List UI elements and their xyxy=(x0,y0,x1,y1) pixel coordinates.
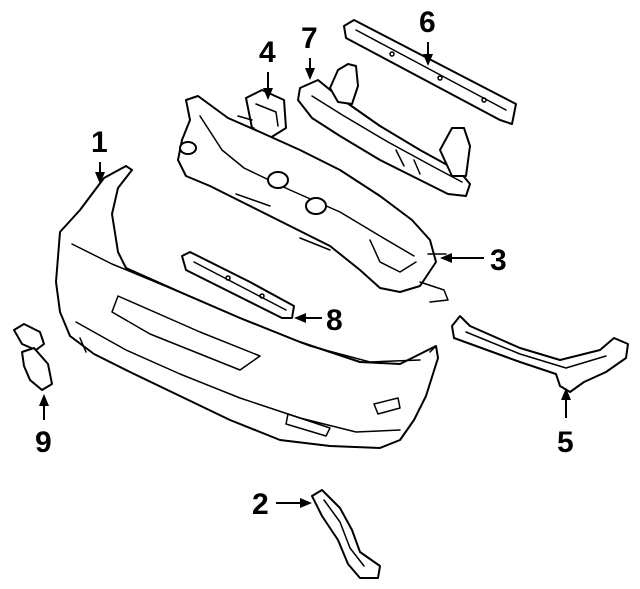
callout-4: 4 xyxy=(259,36,276,69)
leader-1 xyxy=(95,162,105,184)
callout-8: 8 xyxy=(326,304,343,337)
part-2-lower-bracket xyxy=(311,489,381,579)
part-6-upper-bar xyxy=(343,19,517,125)
callout-1: 1 xyxy=(91,126,108,159)
part-1-bumper-cover xyxy=(55,165,439,449)
callout-2: 2 xyxy=(252,488,269,521)
part-5-side-bracket xyxy=(451,315,629,393)
leader-5 xyxy=(561,388,571,418)
part-3-absorber xyxy=(177,95,449,303)
leader-4 xyxy=(263,72,273,100)
callout-9: 9 xyxy=(35,426,52,459)
part-8-strip xyxy=(181,251,295,319)
callout-5: 5 xyxy=(557,426,574,459)
part-9-clip xyxy=(13,323,53,391)
callout-3: 3 xyxy=(490,244,507,277)
part-7-reinforcement xyxy=(297,63,471,197)
callout-7: 7 xyxy=(301,22,318,55)
callout-6: 6 xyxy=(419,6,436,39)
leader-8 xyxy=(294,313,322,323)
leader-2 xyxy=(276,498,312,508)
leader-6 xyxy=(423,42,433,66)
leader-3 xyxy=(440,253,484,263)
leader-9 xyxy=(39,394,49,420)
leader-7 xyxy=(305,58,315,80)
